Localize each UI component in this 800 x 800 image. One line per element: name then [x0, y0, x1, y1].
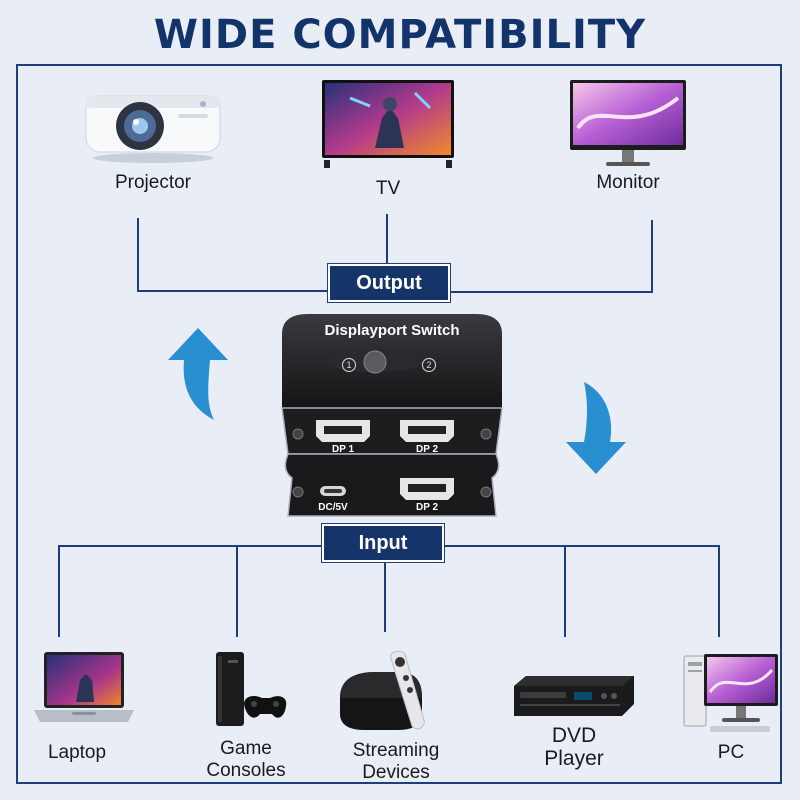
- output-tag: Output: [328, 264, 450, 302]
- connector-line: [137, 290, 329, 292]
- tv-icon: [320, 78, 456, 175]
- device-label: Streaming Devices: [352, 740, 440, 783]
- connector-line: [58, 545, 60, 637]
- projector-icon: [78, 80, 228, 170]
- switch-button-1-label: 1: [342, 358, 356, 372]
- connector-line: [651, 220, 653, 293]
- connector-line: [236, 545, 238, 637]
- displayport-switch: Displayport Switch 1 2 DP 1 DP 2 DC/5V D…: [278, 312, 506, 520]
- device-label: DVD Player: [544, 724, 604, 770]
- switch-button-2-label: 2: [422, 358, 436, 372]
- switch-select-button[interactable]: [364, 351, 386, 373]
- device-label: Game Consoles: [206, 738, 286, 781]
- pc-icon: [682, 648, 782, 739]
- port-label-dp2-bottom: DP 2: [415, 502, 439, 513]
- connector-line: [448, 291, 653, 293]
- port-label-dc5v: DC/5V: [318, 502, 348, 513]
- dvd-player-icon: [512, 670, 636, 727]
- connector-line: [718, 545, 720, 637]
- connector-line: [384, 560, 386, 632]
- connector-line: [137, 218, 139, 291]
- connector-line: [564, 545, 566, 637]
- laptop-icon: [32, 650, 136, 735]
- diagram-frame: [16, 64, 782, 784]
- port-label-dp2: DP 2: [415, 444, 439, 455]
- connector-line: [386, 214, 388, 266]
- device-label: TV: [375, 178, 401, 199]
- page-title: WIDE COMPATIBILITY: [153, 12, 647, 58]
- input-tag: Input: [322, 524, 444, 562]
- connector-line: [443, 545, 720, 547]
- connector-line: [58, 545, 322, 547]
- game-console-icon: [208, 648, 288, 737]
- port-label-dp1: DP 1: [331, 444, 355, 455]
- upward-arrow-icon: [162, 326, 234, 427]
- device-label: Laptop: [47, 742, 107, 763]
- streaming-device-icon: [336, 648, 446, 739]
- device-label: Monitor: [596, 172, 660, 193]
- switch-name: Displayport Switch: [324, 322, 460, 339]
- device-label: Projector: [114, 172, 192, 193]
- downward-arrow-icon: [560, 380, 632, 481]
- monitor-icon: [568, 78, 688, 175]
- device-label: PC: [717, 742, 745, 763]
